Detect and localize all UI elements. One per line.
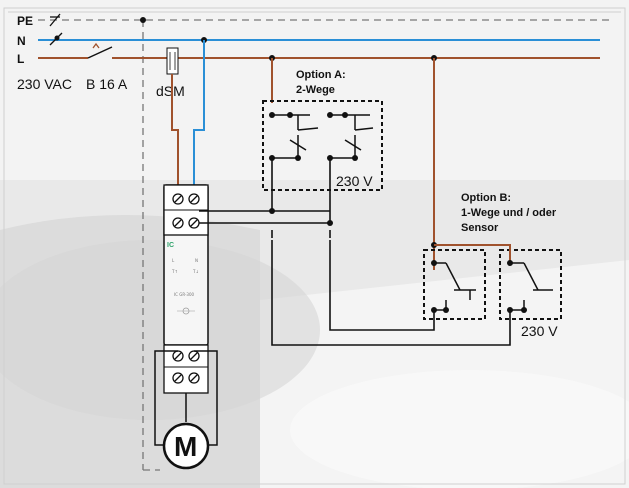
n-label: N <box>17 34 26 48</box>
option-b-subtitle-1: 1-Wege und / oder <box>461 207 557 219</box>
svg-text:T↑: T↑ <box>171 269 178 274</box>
option-a-switch <box>262 100 383 191</box>
motor-label: M <box>174 431 197 462</box>
live-conductor <box>38 42 600 59</box>
motor-wires <box>154 350 218 446</box>
option-a-subtitle: 2-Wege <box>296 84 335 96</box>
svg-text:L: L <box>172 258 175 263</box>
l-label: L <box>17 52 24 66</box>
switch-wires <box>199 158 511 346</box>
dsm-meter <box>166 47 179 75</box>
option-b-sensor <box>434 244 562 320</box>
actuator-module: IC L N T↑ T↓ IC GR-300 <box>163 184 209 394</box>
dsm-label: dSM <box>156 83 185 99</box>
svg-text:T↓: T↓ <box>192 269 199 274</box>
option-b-subtitle-2: Sensor <box>461 222 499 234</box>
actuator-feed-wires <box>171 37 437 195</box>
motor: M <box>162 422 210 470</box>
pe-conductor <box>38 13 612 471</box>
neutral-conductor <box>38 32 600 46</box>
option-a-title: Option A: <box>296 69 346 81</box>
option-b-title: Option B: <box>461 192 511 204</box>
pe-label: PE <box>17 14 33 28</box>
supply-voltage-label: 230 VAC <box>17 76 72 92</box>
breaker-label: B 16 A <box>86 76 128 92</box>
frame <box>3 7 626 485</box>
device-brand: IC <box>167 242 174 249</box>
device-model: IC GR-300 <box>174 292 194 297</box>
option-a-voltage: 230 V <box>336 173 373 189</box>
option-b-voltage: 230 V <box>521 323 558 339</box>
svg-text:N: N <box>195 258 198 263</box>
